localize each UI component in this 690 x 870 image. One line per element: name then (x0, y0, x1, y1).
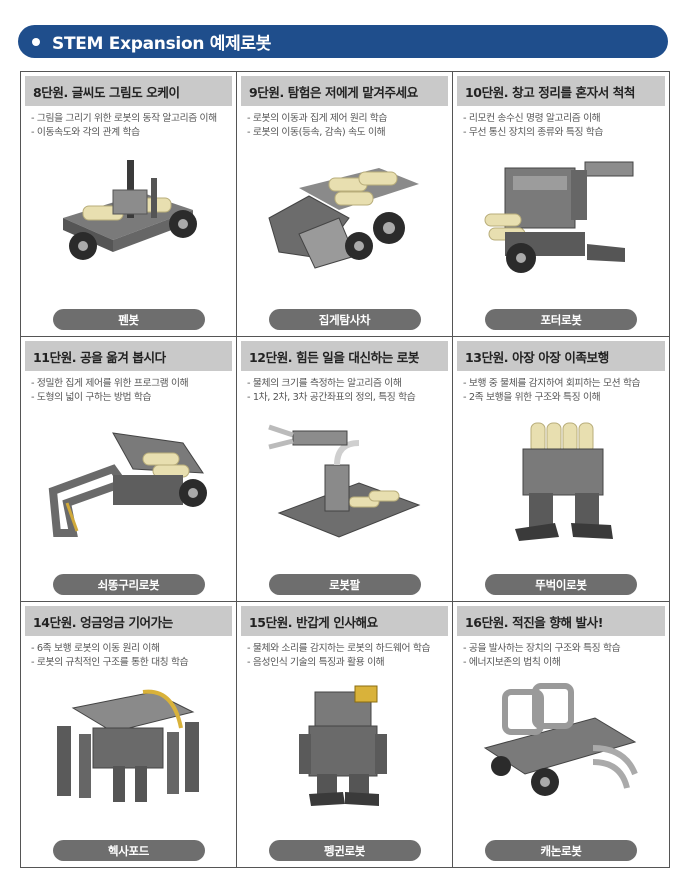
section-title: STEM Expansion 예제로봇 (52, 34, 272, 54)
dung-beetle-robot-icon (48, 432, 207, 537)
unit-title: 10단원. 창고 정리를 혼자서 척척 (457, 76, 665, 106)
bullet-text: - 1차, 2차, 3차 공간좌표의 정의, 특징 학습 (247, 392, 416, 403)
robot-arm-icon (268, 424, 421, 538)
bullet-text: - 보행 중 물체를 감지하여 회피하는 모션 학습 (463, 378, 641, 389)
unit-title: 13단원. 아장 아장 이족보행 (457, 341, 665, 371)
unit-card: 15단원. 반갑게 인사해요 - 물체와 소리를 감지하는 로봇의 하드웨어 학… (237, 602, 453, 867)
unit-description: - 보행 중 물체를 감지하여 회피하는 모션 학습 - 2족 보행을 위한 구… (463, 377, 663, 405)
unit-description: - 그림을 그리기 위한 로봇의 동작 알고리즘 이해 - 이동속도와 각의 관… (31, 112, 230, 140)
bullet-text: - 도형의 넓이 구하는 방법 학습 (31, 392, 152, 403)
unit-title: 14단원. 엉금엉금 기어가는 (25, 606, 232, 636)
bullet-text: - 로봇의 이동(등속, 감속) 속도 이해 (247, 127, 386, 138)
robot-name-label: 집게탐사차 (268, 309, 421, 330)
robot-grid: 8단원. 글씨도 그림도 오케이 - 그림을 그리기 위한 로봇의 동작 알고리… (20, 71, 670, 868)
gripper-rover-icon (268, 168, 419, 269)
unit-description: - 물체의 크기를 측정하는 알고리즘 이해 - 1차, 2차, 3차 공간좌표… (247, 377, 446, 405)
robot-name-label: 캐논로봇 (485, 840, 637, 861)
robot-name-label: 헥사포드 (52, 840, 205, 861)
section-header: STEM Expansion 예제로봇 (18, 25, 668, 58)
penguin-robot-icon (299, 685, 387, 806)
bullet-text: - 정밀한 집게 제어를 위한 프로그램 이해 (31, 378, 189, 389)
robot-name-label: 펭귄로봇 (268, 840, 421, 861)
pen-robot-icon (63, 160, 197, 260)
unit-card: 8단원. 글씨도 그림도 오케이 - 그림을 그리기 위한 로봇의 동작 알고리… (21, 72, 237, 337)
bullet-text: - 2족 보행을 위한 구조와 특징 이해 (463, 392, 601, 403)
robot-name-label: 펜봇 (52, 309, 205, 330)
unit-description: - 리모컨 송수신 명령 알고리즘 이해 - 무선 통신 장치의 종류와 특징 … (463, 112, 663, 140)
unit-description: - 정밀한 집게 제어를 위한 프로그램 이해 - 도형의 넓이 구하는 방법 … (31, 377, 230, 405)
bullet-text: - 공을 발사하는 장치의 구조와 특징 학습 (463, 643, 621, 654)
unit-title: 15단원. 반갑게 인사해요 (241, 606, 448, 636)
bullet-text: - 물체의 크기를 측정하는 알고리즘 이해 (247, 378, 402, 389)
unit-card: 14단원. 엉금엉금 기어가는 - 6족 보행 로봇의 이동 원리 이해 - 로… (21, 602, 237, 867)
unit-card: 9단원. 탐험은 저에게 맡겨주세요 - 로봇의 이동과 집게 제어 원리 학습… (237, 72, 453, 337)
bullet-text: - 로봇의 이동과 집게 제어 원리 학습 (247, 113, 388, 124)
unit-description: - 6족 보행 로봇의 이동 원리 이해 - 로봇의 규칙적인 구조를 통한 대… (31, 642, 230, 670)
bullet-text: - 무선 통신 장치의 종류와 특징 학습 (463, 127, 604, 138)
hexapod-robot-icon (57, 689, 199, 802)
unit-card: 10단원. 창고 정리를 혼자서 척척 - 리모컨 송수신 명령 알고리즘 이해… (453, 72, 669, 337)
unit-title: 16단원. 적진을 향해 발사! (457, 606, 665, 636)
unit-title: 12단원. 힘든 일을 대신하는 로봇 (241, 341, 448, 371)
unit-card: 16단원. 적진을 향해 발사! - 공을 발사하는 장치의 구조와 특징 학습… (453, 602, 669, 867)
bullet-text: - 그림을 그리기 위한 로봇의 동작 알고리즘 이해 (31, 113, 217, 124)
unit-description: - 공을 발사하는 장치의 구조와 특징 학습 - 에너지보존의 법칙 이해 (463, 642, 663, 670)
biped-robot-icon (515, 422, 613, 541)
robot-name-label: 쇠똥구리로봇 (52, 574, 205, 595)
bullet-text: - 로봇의 규칙적인 구조를 통한 대칭 학습 (31, 657, 189, 668)
porter-robot-icon (484, 161, 634, 273)
unit-title: 11단원. 공을 옮겨 봅시다 (25, 341, 232, 371)
robot-name-label: 포터로봇 (485, 309, 637, 330)
unit-title: 8단원. 글씨도 그림도 오케이 (25, 76, 232, 106)
unit-card: 11단원. 공을 옮겨 봅시다 - 정밀한 집게 제어를 위한 프로그램 이해 … (21, 337, 237, 602)
bullet-text: - 리모컨 송수신 명령 알고리즘 이해 (463, 113, 601, 124)
robot-name-label: 뚜벅이로봇 (485, 574, 637, 595)
bullet-text: - 물체와 소리를 감지하는 로봇의 하드웨어 학습 (247, 643, 431, 654)
unit-description: - 물체와 소리를 감지하는 로봇의 하드웨어 학습 - 음성인식 기술의 특징… (247, 642, 446, 670)
unit-card: 13단원. 아장 아장 이족보행 - 보행 중 물체를 감지하여 회피하는 모션… (453, 337, 669, 602)
bullet-dot-icon (32, 37, 40, 46)
bullet-text: - 6족 보행 로봇의 이동 원리 이해 (31, 643, 160, 654)
bullet-text: - 음성인식 기술의 특징과 활용 이해 (247, 657, 385, 668)
robot-name-label: 로봇팔 (268, 574, 421, 595)
cannon-robot-icon (483, 683, 638, 796)
unit-card: 12단원. 힘든 일을 대신하는 로봇 - 물체의 크기를 측정하는 알고리즘 … (237, 337, 453, 602)
unit-description: - 로봇의 이동과 집게 제어 원리 학습 - 로봇의 이동(등속, 감속) 속… (247, 112, 446, 140)
unit-title: 9단원. 탐험은 저에게 맡겨주세요 (241, 76, 448, 106)
bullet-text: - 에너지보존의 법칙 이해 (463, 657, 561, 668)
bullet-text: - 이동속도와 각의 관계 학습 (31, 127, 140, 138)
